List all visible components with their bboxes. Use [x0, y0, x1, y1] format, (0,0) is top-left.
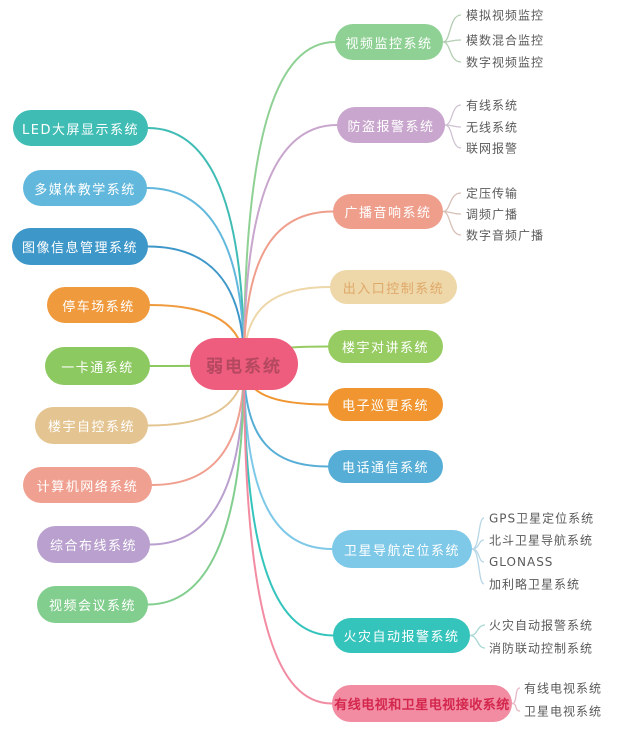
- bracket-satellite-nav: [471, 517, 485, 550]
- leaf-networked-alarm[interactable]: 联网报警: [466, 141, 519, 156]
- bracket-broadcast-audio: [442, 210, 462, 236]
- node-center-weak-current[interactable]: 弱电系统: [190, 338, 298, 390]
- leaf-digital-audio-broadcast[interactable]: 数字音频广播: [466, 228, 545, 243]
- curve-catv-satellite-tv: [243, 363, 333, 705]
- leaf-satellite-tv-system[interactable]: 卫星电视系统: [524, 704, 603, 719]
- node-entrance-control[interactable]: 出入口控制系统: [330, 270, 457, 304]
- bracket-satellite-nav: [471, 548, 485, 585]
- leaf-analog-digital-hybrid[interactable]: 模数混合监控: [466, 33, 545, 48]
- bracket-catv-satellite-tv: [511, 687, 521, 705]
- node-label: 有线电视和卫星电视接收系统: [334, 698, 510, 713]
- node-catv-satellite-tv[interactable]: 有线电视和卫星电视接收系统: [332, 685, 512, 722]
- curve-burglar-alarm: [243, 124, 338, 365]
- leaf-constant-voltage[interactable]: 定压传输: [466, 186, 519, 201]
- leaf-analog-video-surveillance[interactable]: 模拟视频监控: [466, 8, 545, 23]
- node-multimedia-teaching[interactable]: 多媒体教学系统: [23, 170, 147, 206]
- bracket-fire-alarm: [469, 634, 486, 649]
- node-label: LED大屏显示系统: [22, 122, 139, 138]
- leaf-wired-system[interactable]: 有线系统: [466, 98, 519, 113]
- node-integrated-cabling[interactable]: 综合布线系统: [37, 526, 150, 563]
- node-label: 综合布线系统: [49, 539, 137, 554]
- node-one-card[interactable]: 一卡通系统: [45, 347, 150, 385]
- curve-integrated-cabling: [149, 363, 245, 546]
- node-label: 火灾自动报警系统: [343, 630, 460, 645]
- node-label: 卫星导航定位系统: [343, 543, 460, 559]
- node-electronic-patrol[interactable]: 电子巡更系统: [328, 388, 443, 421]
- bracket-fire-alarm: [469, 624, 486, 637]
- node-building-intercom[interactable]: 楼宇对讲系统: [328, 330, 443, 363]
- node-label: 电话通信系统: [341, 461, 429, 476]
- node-label: 多媒体教学系统: [34, 182, 136, 198]
- node-label: 停车场系统: [62, 299, 135, 315]
- node-image-info-mgmt[interactable]: 图像信息管理系统: [12, 228, 148, 265]
- node-label: 一卡通系统: [61, 360, 134, 376]
- node-label: 视频会议系统: [48, 599, 136, 614]
- node-label: 计算机网络系统: [36, 479, 139, 495]
- node-video-conference[interactable]: 视频会议系统: [37, 586, 148, 623]
- node-label: 电子巡更系统: [341, 399, 429, 414]
- bracket-burglar-alarm: [444, 124, 462, 149]
- node-burglar-alarm[interactable]: 防盗报警系统: [337, 107, 445, 143]
- node-led-display[interactable]: LED大屏显示系统: [13, 110, 148, 146]
- node-fire-alarm[interactable]: 火灾自动报警系统: [333, 618, 470, 653]
- node-label: 出入口控制系统: [342, 281, 445, 297]
- node-parking-lot[interactable]: 停车场系统: [47, 287, 150, 323]
- node-label: 视频监控系统: [345, 36, 433, 52]
- leaf-digital-video-surveillance[interactable]: 数字视频监控: [466, 55, 545, 70]
- bracket-video-surveillance: [442, 14, 462, 43]
- node-video-surveillance[interactable]: 视频监控系统: [335, 24, 443, 60]
- bracket-broadcast-audio: [442, 192, 462, 213]
- node-satellite-nav[interactable]: 卫星导航定位系统: [332, 530, 472, 568]
- leaf-glonass[interactable]: GLONASS: [489, 555, 554, 569]
- leaf-gps-system[interactable]: GPS卫星定位系统: [489, 511, 595, 526]
- curve-broadcast-audio: [243, 210, 334, 365]
- node-label: 防盗报警系统: [347, 119, 435, 135]
- leaf-cable-tv-system[interactable]: 有线电视系统: [524, 681, 603, 696]
- node-label: 图像信息管理系统: [21, 241, 138, 256]
- node-label: 楼宇自控系统: [47, 420, 135, 435]
- node-building-automation[interactable]: 楼宇自控系统: [35, 407, 148, 444]
- leaf-wireless-system[interactable]: 无线系统: [466, 120, 519, 135]
- curve-led-display: [147, 127, 245, 365]
- curve-video-surveillance: [243, 41, 336, 365]
- leaf-fm-broadcast[interactable]: 调频广播: [466, 207, 519, 222]
- leaf-fire-linkage-control[interactable]: 消防联动控制系统: [489, 641, 594, 656]
- bracket-video-surveillance: [442, 41, 462, 63]
- curve-video-conference: [147, 363, 245, 606]
- node-broadcast-audio[interactable]: 广播音响系统: [333, 194, 443, 229]
- node-center-label: 弱电系统: [206, 356, 282, 377]
- leaf-fire-auto-alarm[interactable]: 火灾自动报警系统: [489, 618, 594, 633]
- bracket-catv-satellite-tv: [511, 702, 521, 712]
- leaf-beidou-system[interactable]: 北斗卫星导航系统: [489, 533, 594, 548]
- bracket-burglar-alarm: [444, 104, 462, 126]
- node-telephone-comm[interactable]: 电话通信系统: [328, 450, 443, 483]
- node-computer-network[interactable]: 计算机网络系统: [23, 467, 152, 503]
- node-label: 广播音响系统: [344, 206, 432, 221]
- leaf-galileo-system[interactable]: 加利略卫星系统: [489, 577, 581, 592]
- node-label: 楼宇对讲系统: [341, 341, 429, 356]
- curve-image-info-mgmt: [147, 245, 245, 365]
- curve-multimedia-teaching: [146, 187, 245, 365]
